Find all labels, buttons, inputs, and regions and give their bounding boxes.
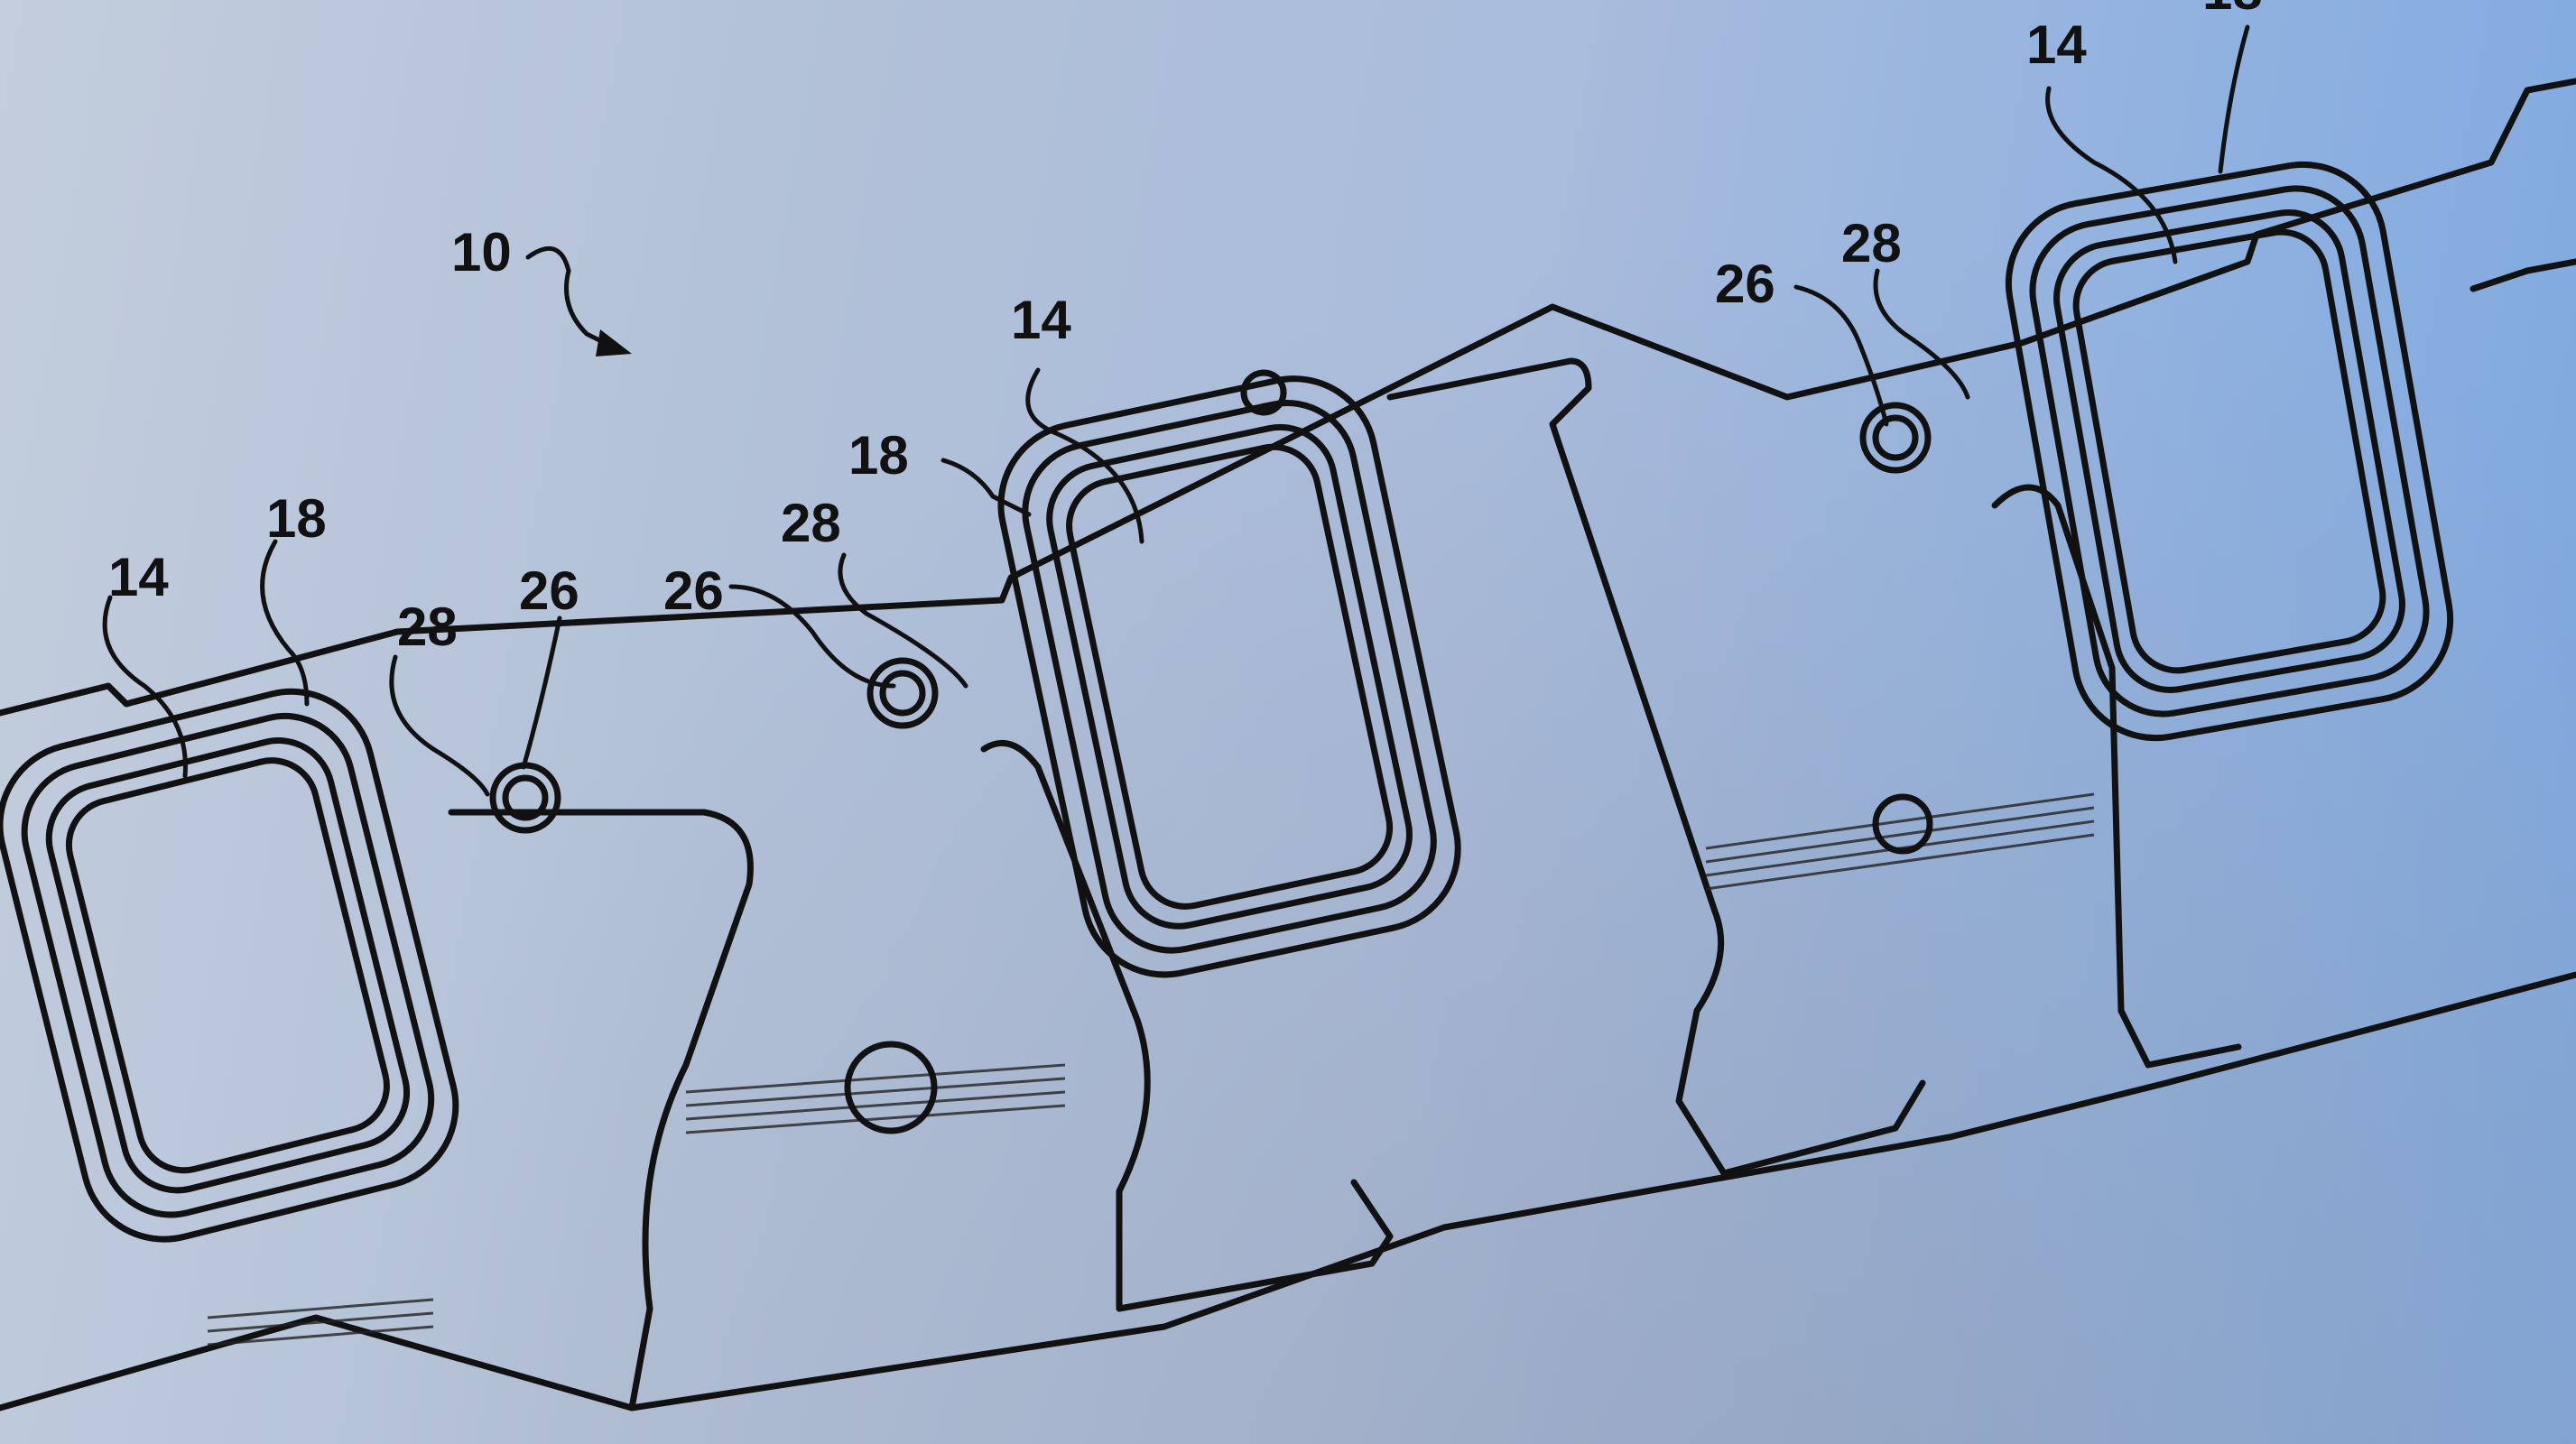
label-26-left: 26 [519, 560, 579, 621]
through-hole-left [844, 1041, 938, 1134]
small-hole-mid [1240, 369, 1287, 416]
reference-labels: 10 14 18 28 26 26 28 18 14 26 28 14 18 [108, 0, 2263, 657]
label-14-mid: 14 [1011, 290, 1071, 350]
label-10: 10 [451, 222, 512, 282]
label-18-left: 18 [266, 488, 327, 549]
fastener-hole-right [1859, 402, 1932, 474]
gasket-body [0, 78, 2576, 1412]
label-28-mid: 28 [781, 493, 841, 553]
label-28-left: 28 [397, 597, 458, 657]
fastener-hole-mid [866, 657, 939, 729]
leader-lines [102, 24, 2250, 797]
port-left [0, 688, 459, 1243]
label-14-right: 14 [2026, 14, 2087, 75]
port-mid [997, 375, 1461, 978]
label-28-right: 28 [1841, 213, 1902, 273]
shadow-hatching [207, 792, 2095, 1347]
label-26-right: 26 [1715, 254, 1775, 314]
through-hole-right [1872, 793, 1933, 855]
label-26-mid: 26 [663, 560, 724, 621]
label-18-mid: 18 [848, 425, 909, 486]
port-right [2005, 161, 2454, 742]
label-18-right-cropped: 18 [2202, 0, 2263, 21]
label-14-left: 14 [108, 547, 169, 607]
